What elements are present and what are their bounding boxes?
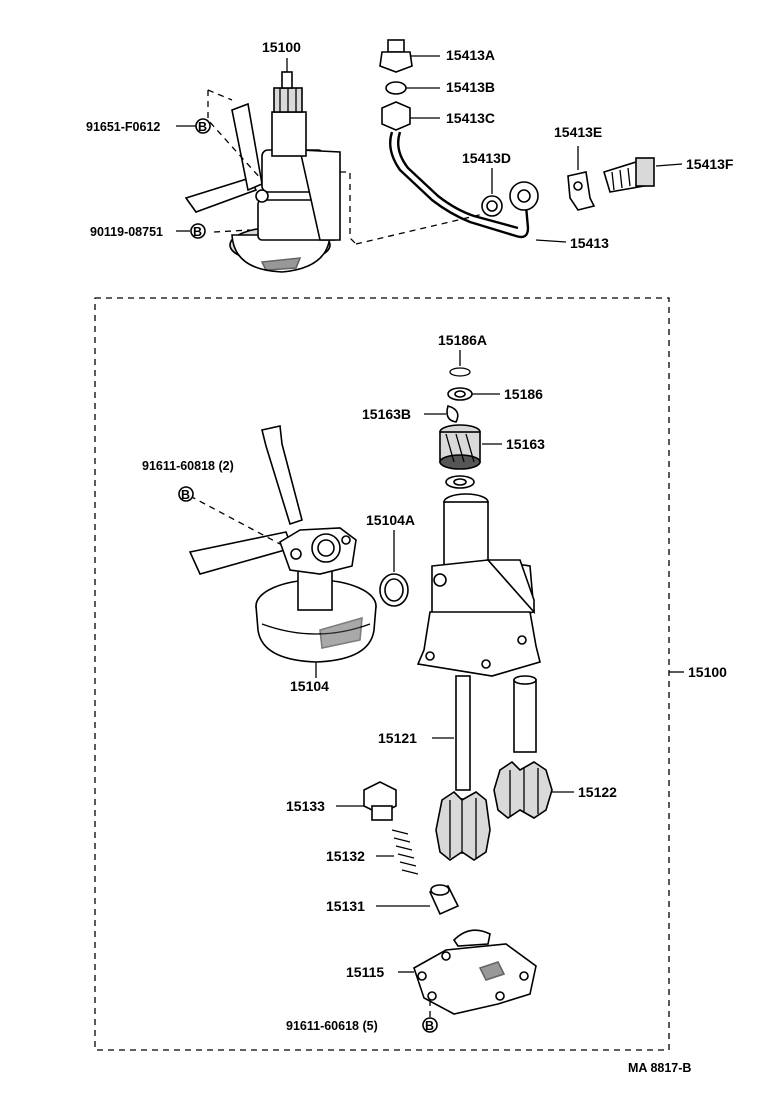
oil-strainer [188,425,377,678]
snap-ring [449,350,471,377]
bolt-marker-mid-letter: B [193,225,202,239]
woodruff-key [424,405,459,423]
label-gasket-small: 15413B [446,79,495,95]
bolt-marker-strainer-letter: B [181,488,190,502]
assembly-boundary [94,297,670,1051]
label-drive-shaft: 15121 [378,730,417,746]
label-strainer: 15104 [290,678,329,694]
label-oil-pipe: 15413 [570,235,609,251]
relief-valve [376,884,460,916]
bolt-marker-top-letter: B [198,120,207,134]
label-relief-valve: 15131 [326,898,365,914]
label-bolt-b-top: 90119-08751 [90,225,163,239]
o-ring [379,530,409,607]
label-plug: 15133 [286,798,325,814]
label-key: 15163B [362,406,411,422]
label-driven-rotor: 15122 [578,784,617,800]
reference-code: MA 8817-B [628,1061,691,1075]
label-snap-ring: 15186A [438,332,487,348]
label-clip: 15413E [554,124,602,140]
label-fitting: 15413F [686,156,734,172]
bolt-marker-top: B [195,118,211,134]
label-gear-washer: 15186 [504,386,543,402]
label-cover: 15115 [346,964,384,980]
bolt-marker-mid: B [190,223,206,239]
drive-gear [439,424,502,489]
oil-pipe-group [379,39,683,243]
drive-shaft [432,675,491,861]
label-bolt-top: 91651-F0612 [86,120,160,134]
relief-plug [336,781,397,821]
pump-assembly-overview [184,58,493,273]
bolt-marker-cover: B [422,1017,438,1033]
label-pump-top: 15100 [262,39,301,55]
label-spring: 15132 [326,848,365,864]
label-pump-assy: 15100 [688,664,727,680]
driven-rotor [493,675,574,819]
label-o-ring: 15104A [366,512,415,528]
bolt-marker-strainer: B [178,486,194,502]
pump-body [416,493,541,677]
bolt-marker-cover-letter: B [425,1019,434,1033]
label-drive-gear: 15163 [506,436,545,452]
relief-spring [376,829,419,875]
gear-washer [447,387,500,401]
label-washer: 15413D [462,150,511,166]
label-bolt-strainer: 91611-60818 (2) [142,459,234,473]
label-nut: 15413C [446,110,495,126]
pump-cover [398,929,537,1018]
label-bolt-cover: 91611-60618 (5) [286,1019,378,1033]
label-union-bolt: 15413A [446,47,495,63]
